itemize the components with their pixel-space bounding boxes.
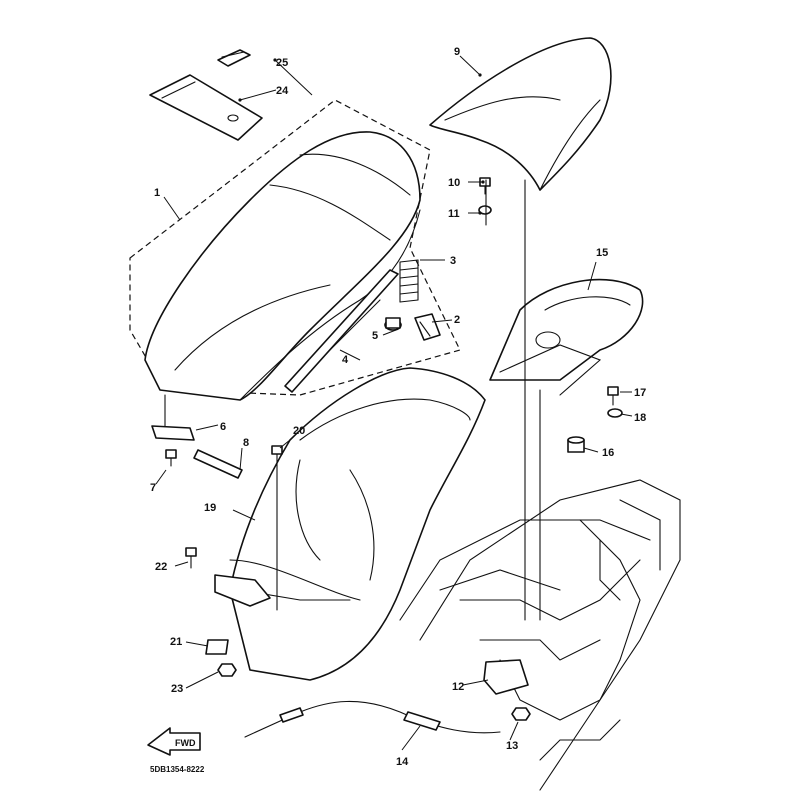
part-label-2: 2 xyxy=(454,314,460,326)
part-label-9: 9 xyxy=(454,46,460,58)
part-label-24: 24 xyxy=(276,85,289,97)
plate-part-24 xyxy=(149,74,263,141)
part-label-11: 11 xyxy=(448,208,460,220)
part-label-1: 1 xyxy=(154,187,160,199)
part-label-14: 14 xyxy=(396,756,409,768)
bracket-part-2 xyxy=(414,313,441,341)
lock-bracket xyxy=(214,574,271,607)
forward-arrow: FWD xyxy=(147,727,201,756)
part-label-22: 22 xyxy=(155,561,167,573)
bolt-part-7 xyxy=(165,449,177,467)
damper-part-5 xyxy=(384,317,402,331)
center-lines xyxy=(164,179,541,621)
damper-part-16 xyxy=(567,436,585,453)
clip-part-21 xyxy=(205,639,229,655)
part-label-25: 25 xyxy=(276,57,288,69)
part-label-17: 17 xyxy=(634,387,646,399)
seat-part-1 xyxy=(144,131,421,401)
part-label-8: 8 xyxy=(243,437,249,449)
part-label-3: 3 xyxy=(450,255,456,267)
part-label-18: 18 xyxy=(634,412,646,424)
part-label-13: 13 xyxy=(506,740,518,752)
seat-assembly-outline xyxy=(129,99,461,396)
cable-part-14 xyxy=(244,700,501,738)
clip-part-25 xyxy=(217,49,251,67)
nut-part-13 xyxy=(511,707,531,721)
collar-part-11 xyxy=(478,205,492,215)
part-label-16: 16 xyxy=(602,447,614,459)
storage-box-part-19 xyxy=(229,367,486,681)
bracket-part-15 xyxy=(489,278,644,396)
hinge-part-6 xyxy=(151,425,195,441)
nut-part-23 xyxy=(217,663,237,677)
rear-cowl-part-9 xyxy=(429,37,612,191)
seat-lock-part-12 xyxy=(483,659,529,695)
bolt-part-22 xyxy=(185,547,197,569)
bolt-part-20 xyxy=(271,445,283,467)
part-label-23: 23 xyxy=(171,683,183,695)
spring-part-3 xyxy=(399,259,419,303)
part-label-5: 5 xyxy=(372,330,378,342)
part-label-7: 7 xyxy=(150,482,156,494)
strip-part-4 xyxy=(284,269,399,393)
part-label-15: 15 xyxy=(596,247,608,259)
frame-structure xyxy=(399,479,681,791)
figure-code: 5DB1354-8222 xyxy=(150,765,205,774)
part-label-21: 21 xyxy=(170,636,182,648)
part-label-10: 10 xyxy=(448,177,460,189)
part-label-20: 20 xyxy=(293,425,305,437)
washer-part-18 xyxy=(607,408,623,418)
part-label-6: 6 xyxy=(220,421,226,433)
part-label-4: 4 xyxy=(342,354,349,366)
part-label-12: 12 xyxy=(452,681,464,693)
leader-dots xyxy=(238,58,485,215)
bolt-part-10 xyxy=(479,177,491,195)
bolt-part-17 xyxy=(607,386,619,406)
part-label-19: 19 xyxy=(204,502,216,514)
part-number-labels: 1 2 3 4 5 6 7 8 9 10 11 12 13 14 15 16 1… xyxy=(150,46,646,768)
forward-label: FWD xyxy=(175,738,196,748)
shaft-part-8 xyxy=(193,449,243,479)
leader-lines xyxy=(155,55,633,751)
